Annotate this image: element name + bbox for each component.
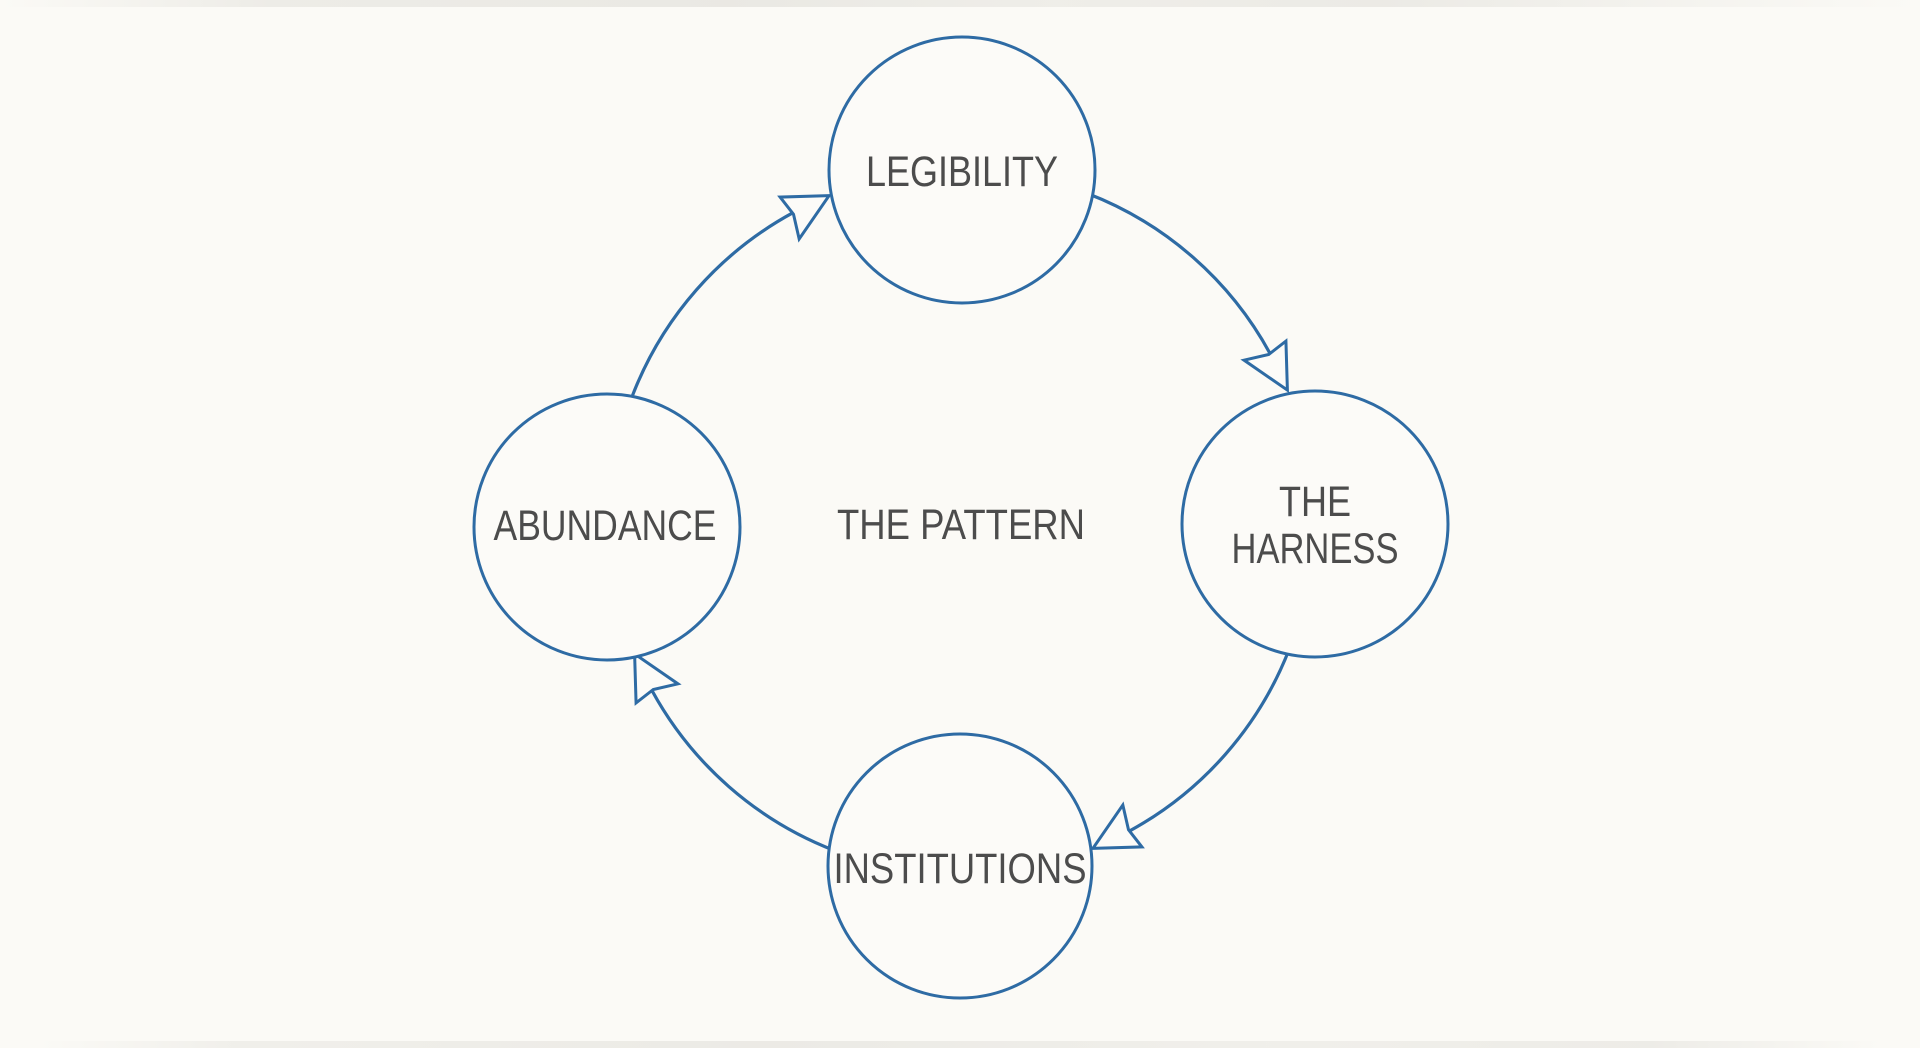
arrowhead-to-institutions-icon (1089, 801, 1145, 850)
node-label-legibility: LEGIBILITY (866, 148, 1058, 196)
node-label-harness-line1: THE (1279, 478, 1351, 526)
center-title: THE PATTERN (837, 501, 1085, 549)
arrowhead-to-harness-icon (1240, 338, 1289, 394)
node-circle-abundance (472, 392, 742, 662)
arrowhead-to-legibility-icon (777, 194, 833, 243)
arrow-legibility-to-harness (1085, 191, 1272, 356)
node-label-harness-line2: HARNESS (1232, 525, 1399, 573)
arrowhead-to-abundance-icon (633, 650, 682, 706)
arrow-harness-to-institutions (1127, 646, 1292, 833)
arrow-abundance-to-legibility (630, 211, 795, 398)
node-circle-legibility (827, 35, 1097, 305)
node-circle-the-harness (1180, 389, 1450, 659)
node-label-institutions: INSTITUTIONS (834, 845, 1087, 893)
node-label-abundance: ABUNDANCE (494, 502, 717, 550)
arrow-institutions-to-abundance (650, 688, 837, 853)
node-circle-institutions (826, 732, 1094, 1000)
